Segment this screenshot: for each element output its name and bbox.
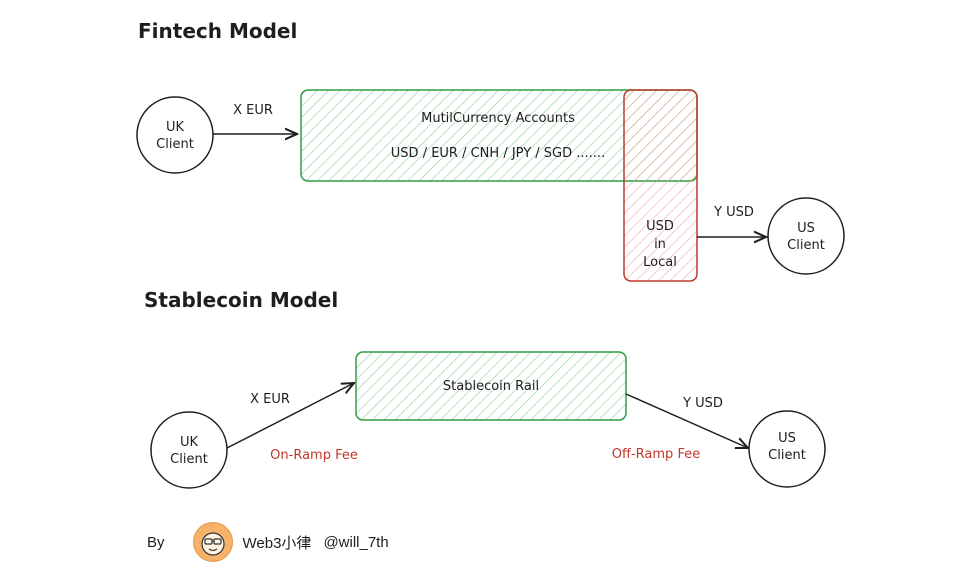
stablecoin-uk-client-node: UK Client — [150, 411, 228, 489]
avatar-face-icon — [200, 532, 225, 556]
author-name: Web3小律 — [242, 534, 312, 552]
stablecoin-rail-label: Stablecoin Rail — [443, 379, 539, 394]
stablecoin-uk-client-label-2: Client — [170, 452, 208, 467]
accounts-title: MutilCurrency Accounts — [421, 111, 575, 126]
stablecoin-arrow-in-label: X EUR — [250, 392, 290, 407]
usd-local-label-1: USD — [646, 219, 674, 234]
fintech-arrow-in-label: X EUR — [233, 103, 273, 118]
fintech-us-client-label-1: US — [797, 221, 815, 236]
fintech-us-client-node: US Client — [767, 197, 845, 275]
off-ramp-fee-label: Off-Ramp Fee — [612, 447, 700, 462]
on-ramp-fee-label: On-Ramp Fee — [270, 448, 358, 463]
stablecoin-us-client-label-1: US — [778, 431, 796, 446]
fintech-arrow-out-label: Y USD — [713, 205, 754, 220]
multicurrency-accounts-box: MutilCurrency Accounts USD / EUR / CNH /… — [300, 89, 698, 182]
stablecoin-uk-client-label-1: UK — [180, 435, 199, 450]
usd-local-label-2: in — [654, 237, 666, 252]
fintech-us-client-label-2: Client — [787, 238, 825, 253]
stablecoin-arrow-out-label: Y USD — [682, 396, 723, 411]
stablecoin-us-client-node: US Client — [748, 410, 826, 488]
fintech-uk-client-label-1: UK — [166, 120, 185, 135]
usd-local-label-3: Local — [643, 255, 677, 270]
stablecoin-title: Stablecoin Model — [144, 288, 338, 312]
accounts-currencies: USD / EUR / CNH / JPY / SGD ....... — [391, 146, 605, 161]
fintech-uk-client-label-2: Client — [156, 137, 194, 152]
author-avatar — [192, 522, 233, 562]
usd-in-local-box: USD in Local — [623, 89, 698, 282]
footer-by-label: By — [147, 533, 165, 551]
stablecoin-arrow-in — [226, 383, 354, 449]
stablecoin-us-client-label-2: Client — [768, 448, 806, 463]
fintech-title: Fintech Model — [138, 19, 297, 43]
author-footer: By Web3小律 @will_7th — [147, 522, 389, 562]
fintech-uk-client-node: UK Client — [136, 96, 214, 174]
stablecoin-arrow-out — [625, 393, 748, 448]
author-handle: @will_7th — [323, 533, 389, 551]
stablecoin-rail-box: Stablecoin Rail — [355, 351, 627, 421]
